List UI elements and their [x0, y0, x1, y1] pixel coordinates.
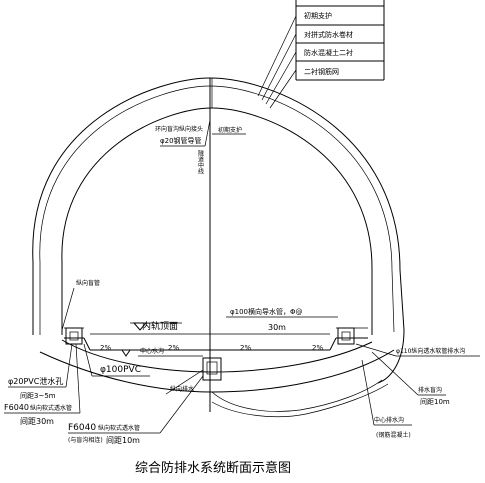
f6040-left-label: F6040 [4, 403, 29, 412]
central-ditch-label: 中心水沟 [140, 347, 164, 355]
top-annotations: 环向盲沟纵向接头 φ20钢管导管 初期支护 [155, 119, 246, 147]
left-wall-label: 纵向盲管 [76, 279, 100, 287]
f6040-bottom-note: 纵向软式透水管 [98, 424, 140, 432]
tunnel-lining [32, 77, 405, 418]
drain-pipe-annotation: φ100横向导水管，Φ@ 30m [226, 307, 338, 332]
legend-table: 初期支护 对拼式防水卷材 防水混凝土二衬 二衬钢筋网 [257, 0, 385, 109]
legend-item-4: 二衬钢筋网 [304, 67, 339, 76]
right-b-note: (钢筋混凝土) [376, 431, 411, 439]
center-axis-label: 隧道中线 [197, 149, 204, 174]
slope-label-4: 2% [312, 344, 323, 352]
slope-label-2: 2% [168, 344, 179, 352]
top-mid-label: 初期支护 [218, 126, 242, 134]
left-annotations: φ20PVC泄水孔 间距3~5m F6040 纵向软式透水管 间距30m [4, 343, 81, 426]
slope-label-3: 2% [240, 344, 251, 352]
right-spacing-label: 间距10m [420, 398, 450, 406]
pvc-left-spacing: 间距3~5m [20, 392, 56, 400]
legend-item-1: 初期支护 [304, 11, 332, 20]
f6040-left-note: 纵向软式透水管 [30, 404, 72, 412]
top-pipe-note: 环向盲沟纵向接头 [155, 125, 203, 133]
slope-label-1: 2% [100, 344, 111, 352]
legend-item-3: 防水混凝土二衬 [304, 48, 353, 57]
drain-spacing-label: 30m [268, 323, 286, 332]
bottom-mid-label: 纵向排水 [170, 385, 194, 393]
floor-slab [64, 322, 368, 381]
diagram-title: 综合防排水系统断面示意图 [135, 460, 291, 476]
legend-item-2: 对拼式防水卷材 [304, 30, 353, 39]
f6040-bottom-note2: (与盲沟相连) [68, 436, 103, 444]
right-annotations: φ110纵向透水软管排水沟 排水盲沟 间距10m 中心排水沟 (钢筋混凝土) [355, 343, 480, 439]
right-pipe-label: φ110纵向透水软管排水沟 [396, 347, 465, 355]
spacing-30-label: 间距30m [20, 417, 54, 426]
drain-pipe-label: φ100横向导水管，Φ@ [230, 307, 303, 316]
pvc100-label: φ100PVC [100, 365, 141, 375]
pvc-left-label: φ20PVC泄水孔 [8, 376, 63, 386]
slope-labels: 2% 2% 2% 2% [100, 344, 323, 352]
spacing-10-label: 间距10m [106, 436, 140, 445]
right-a-label: 排水盲沟 [418, 386, 442, 394]
top-pipe-label: φ20钢管导管 [160, 136, 202, 145]
right-b-label: 中心排水沟 [374, 416, 404, 424]
rail-top-label: 内轨顶面 [142, 320, 178, 332]
f6040-bottom-label: F6040 [68, 423, 96, 433]
bottom-annotations: 纵向排水 F6040 纵向软式透水管 (与盲沟相连) 间距10m [68, 369, 204, 445]
